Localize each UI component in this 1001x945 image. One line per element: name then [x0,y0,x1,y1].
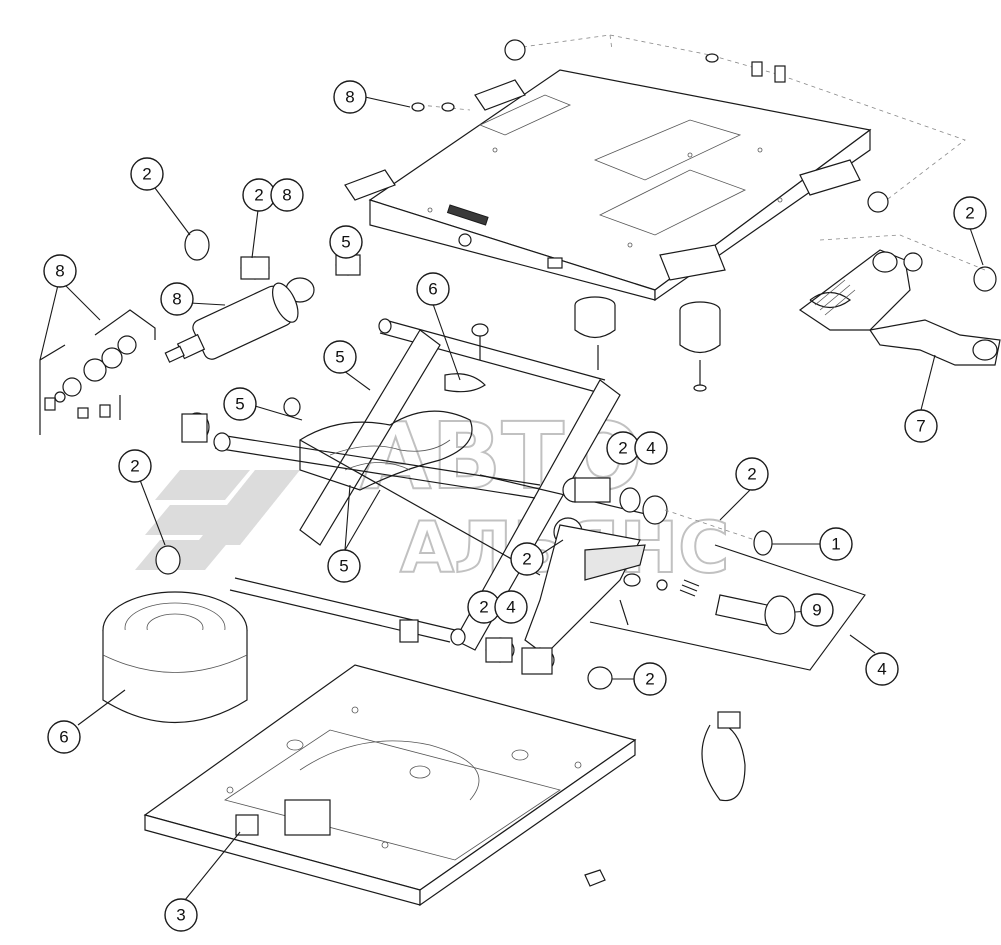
callouts: 8 2 2 8 5 2 8 8 6 5 5 7 2 4 2 2 1 2 5 2 … [43,80,987,932]
callout-4: 4 [865,652,899,686]
callout-label: 2 [618,439,627,458]
callout-label: 4 [646,439,655,458]
callout-2: 2 [633,662,667,696]
callout-7: 7 [904,409,938,443]
callout-label: 4 [506,598,515,617]
scissor-frame [155,318,651,651]
callout-4: 4 [494,590,528,624]
top-fasteners [411,39,889,213]
bottom-bellows [102,591,248,723]
callout-2: 2 [953,196,987,230]
callout-label: 6 [59,728,68,747]
callout-8: 8 [333,80,367,114]
callout-label: 3 [176,906,185,925]
right-rods [485,477,866,690]
leader-lines [39,96,984,901]
callout-label: 8 [172,290,181,309]
callout-label: 2 [130,457,139,476]
callout-label: 2 [747,465,756,484]
callout-label: 5 [341,233,350,252]
callout-5: 5 [223,387,257,421]
callout-label: 7 [916,417,925,436]
callout-label: 8 [345,88,354,107]
callout-label: 5 [235,395,244,414]
callout-label: 2 [254,186,263,205]
callout-5: 5 [327,549,361,583]
callout-label: 5 [339,557,348,576]
callout-2: 2 [130,157,164,191]
callout-label: 1 [831,535,840,554]
callout-5: 5 [323,340,357,374]
top-seat-plate [344,69,872,302]
callout-8: 8 [160,282,194,316]
callout-1: 1 [819,527,853,561]
callout-6: 6 [416,272,450,306]
callout-2: 2 [242,178,276,212]
callout-label: 2 [142,165,151,184]
gas-spring [164,282,299,363]
callout-2: 2 [118,449,152,483]
callout-8: 8 [43,254,77,288]
callout-2: 2 [510,542,544,576]
left-parts [39,229,361,435]
callout-label: 2 [479,598,488,617]
callout-2: 2 [606,431,640,465]
washer-stack [44,335,137,419]
callout-label: 2 [522,550,531,569]
callout-label: 2 [645,670,654,689]
callout-3: 3 [164,898,198,932]
callout-label: 2 [965,204,974,223]
callout-label: 4 [877,660,886,679]
callout-label: 5 [335,348,344,367]
callout-8: 8 [270,178,304,212]
callout-2: 2 [735,457,769,491]
rubber-mounts [574,296,721,392]
callout-label: 9 [812,601,821,620]
height-adjuster [798,234,1001,366]
callout-9: 9 [800,593,834,627]
cable-clamp [701,711,746,802]
callout-4: 4 [634,431,668,465]
callout-label: 8 [55,262,64,281]
bottom-base-plate [143,664,637,907]
callout-label: 6 [428,280,437,299]
callout-6: 6 [47,720,81,754]
callout-5: 5 [329,225,363,259]
callout-label: 8 [282,186,291,205]
